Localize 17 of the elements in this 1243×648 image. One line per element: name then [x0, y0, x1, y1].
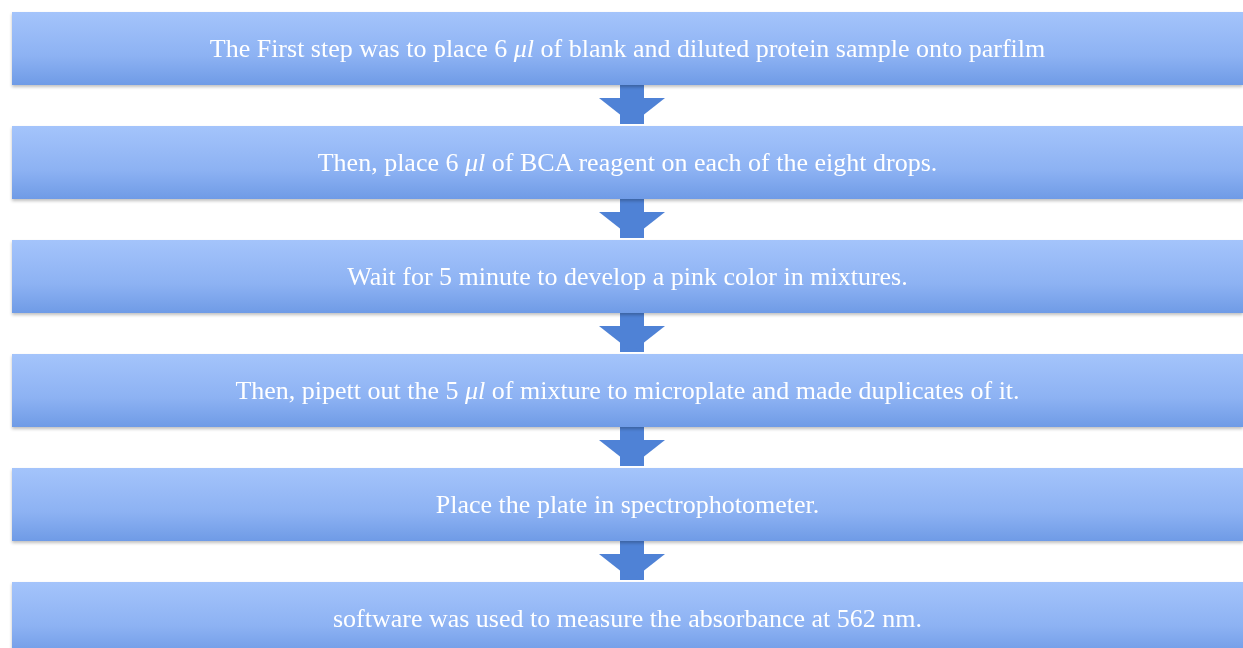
step-text: Then, place 6 μl of BCA reagent on each of the eight drops. [317, 147, 938, 178]
process-box [12, 582, 1243, 648]
process-box [12, 12, 1243, 85]
step-text: Then, pipett out the 5 μl of mixture to microplate and made duplicates of it. [235, 375, 1020, 406]
step-text: Wait for 5 minute to develop a pink color in mixtures. [347, 261, 908, 292]
arrow [599, 541, 665, 580]
process-box [12, 468, 1243, 541]
step-text: software was used to measure the absorbance at 562 nm. [332, 603, 923, 634]
step-text: The First step was to place 6 μl of blank and diluted protein sample onto parfilm [209, 33, 1046, 64]
process-box [12, 354, 1243, 427]
arrow [599, 199, 665, 238]
process-box [12, 126, 1243, 199]
arrow [599, 85, 665, 124]
step-text: Place the plate in spectrophotometer. [435, 489, 820, 520]
arrow [599, 427, 665, 466]
process-box [12, 240, 1243, 313]
arrow [599, 313, 665, 352]
